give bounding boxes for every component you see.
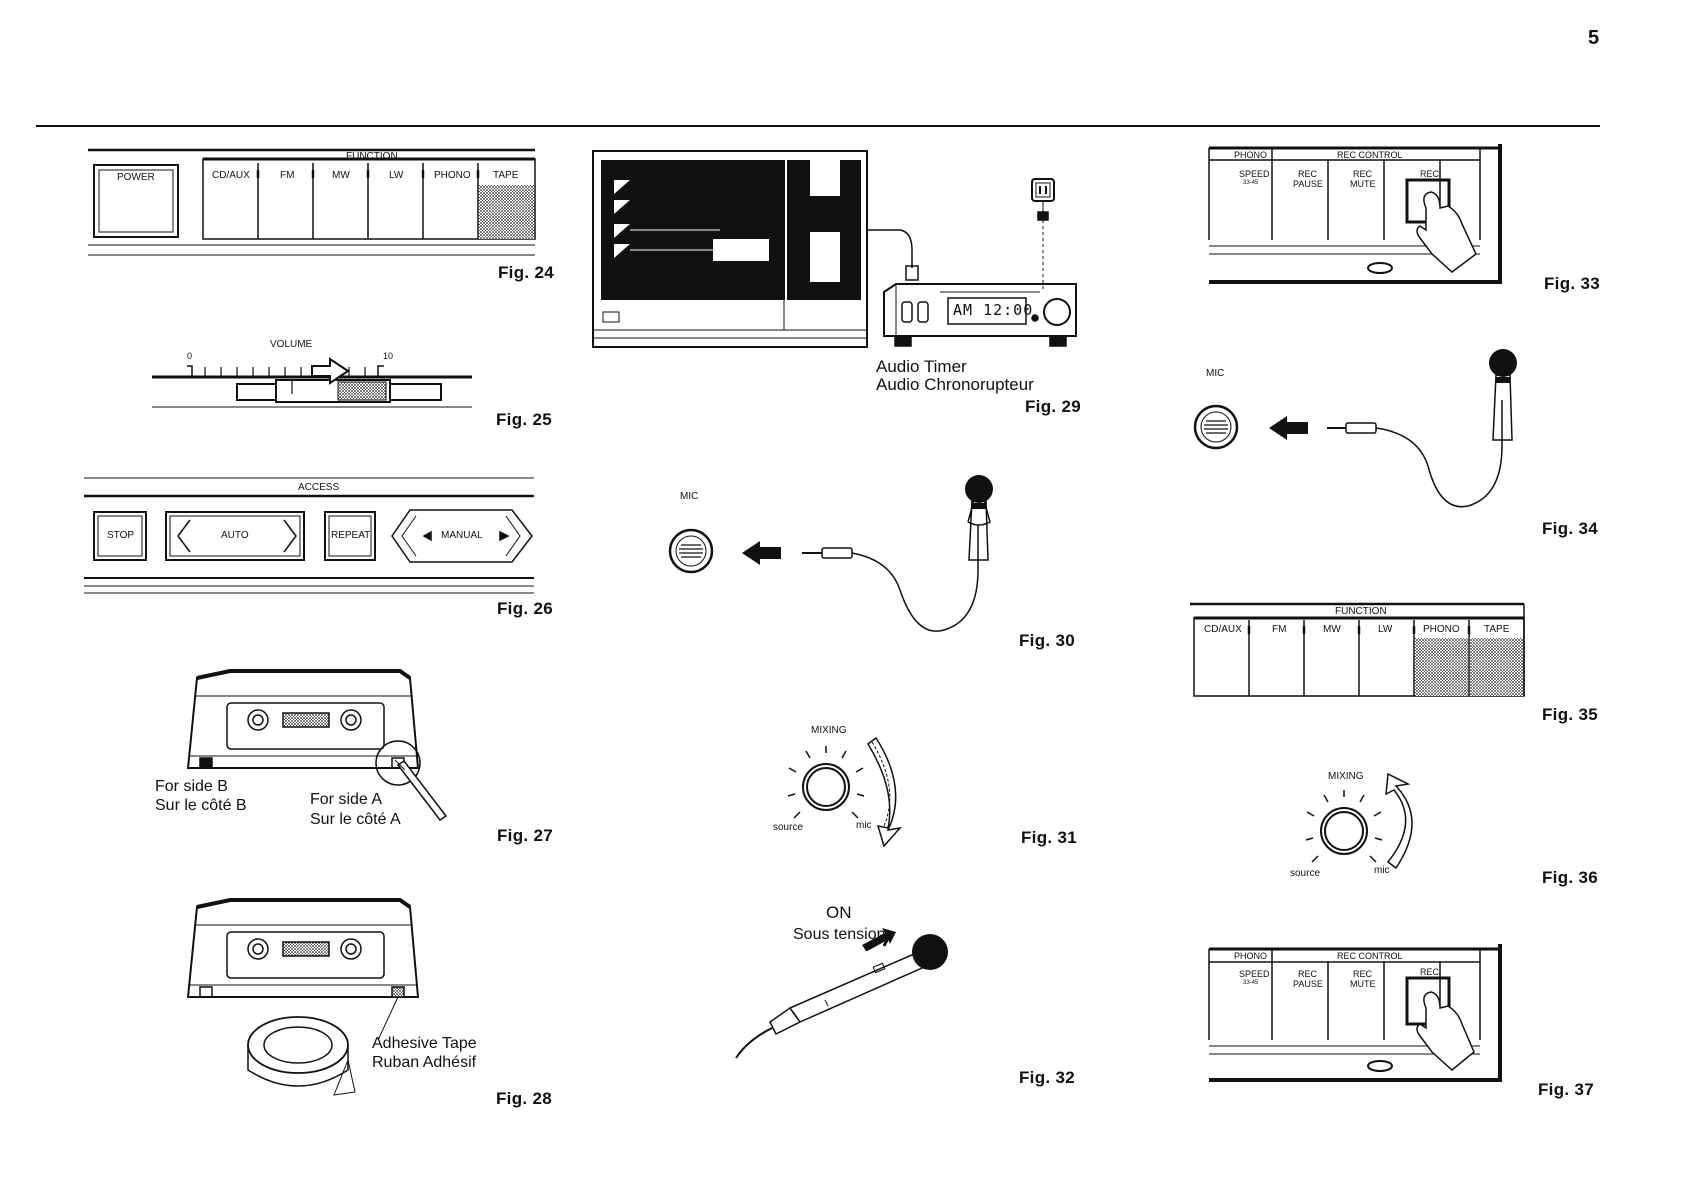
fig27-side-a-fr: Sur le côté A xyxy=(310,811,401,828)
fig31-mixing-knob xyxy=(787,736,902,848)
fig31-mic-label: mic xyxy=(856,820,872,831)
fig36-caption: Fig. 36 xyxy=(1542,868,1598,887)
fig26-access-title: ACCESS xyxy=(298,482,340,493)
fig24-btn-mw: MW xyxy=(332,170,350,181)
fig36-mixing-label: MIXING xyxy=(1328,771,1364,782)
fig29-deck-and-timer xyxy=(592,150,1077,348)
fig30-caption: Fig. 30 xyxy=(1019,631,1075,650)
fig37-rec-pause-1: REC xyxy=(1298,969,1318,979)
fig27-side-a-en: For side A xyxy=(310,791,383,808)
fig29-timer-display: AM 12:00 xyxy=(953,301,1034,319)
fig29-timer-fr: Audio Chronorupteur xyxy=(876,375,1034,394)
fig36-source-label: source xyxy=(1290,868,1321,879)
fig28-tape-en: Adhesive Tape xyxy=(372,1035,477,1052)
fig24-btn-tape: TAPE xyxy=(493,170,519,181)
fig29-timer-en: Audio Timer xyxy=(876,357,967,376)
fig37-rec-pause-2: PAUSE xyxy=(1293,979,1323,989)
fig24-btn-fm: FM xyxy=(280,170,295,181)
fig30-mic-label: MIC xyxy=(680,491,699,502)
fig35-function-title: FUNCTION xyxy=(1335,606,1387,617)
fig24-btn-lw: LW xyxy=(389,170,404,181)
fig26-manual-button: MANUAL xyxy=(441,530,483,541)
fig28-cassette-tape xyxy=(186,898,420,1096)
fig37-caption: Fig. 37 xyxy=(1538,1080,1594,1099)
fig27-side-b-en: For side B xyxy=(155,778,228,795)
fig24-function-title: FUNCTION xyxy=(346,151,398,162)
fig35-btn-tape: TAPE xyxy=(1484,624,1510,635)
fig35-btn-mw: MW xyxy=(1323,624,1341,635)
fig24-btn-cdaux: CD/AUX xyxy=(212,170,250,181)
fig37-phono-label: PHONO xyxy=(1234,951,1268,961)
fig35-btn-fm: FM xyxy=(1272,624,1287,635)
fig32-caption: Fig. 32 xyxy=(1019,1068,1075,1087)
fig35-caption: Fig. 35 xyxy=(1542,705,1598,724)
fig35-function-panel xyxy=(1190,602,1525,697)
fig33-rec-pause-1: REC xyxy=(1298,169,1318,179)
fig34-mic-connection xyxy=(1193,349,1517,508)
fig25-volume-slider xyxy=(152,357,472,408)
fig24-caption: Fig. 24 xyxy=(498,263,554,282)
fig32-mic-switch xyxy=(735,928,948,1059)
fig31-source-label: source xyxy=(773,822,804,833)
fig34-mic-label: MIC xyxy=(1206,368,1225,379)
fig24-power-button: POWER xyxy=(117,172,155,183)
fig27-cassette-tab xyxy=(186,669,448,822)
fig29-caption: Fig. 29 xyxy=(1025,397,1081,416)
fig33-caption: Fig. 33 xyxy=(1544,274,1600,293)
fig26-auto-button: AUTO xyxy=(221,530,249,541)
fig34-caption: Fig. 34 xyxy=(1542,519,1598,538)
fig33-speed-label: SPEED xyxy=(1239,169,1270,179)
fig25-volume-title: VOLUME xyxy=(270,339,313,350)
fig24-btn-phono: PHONO xyxy=(434,170,471,181)
fig37-speed-sub: 33-45 xyxy=(1243,980,1259,986)
page-number: 5 xyxy=(1588,27,1600,49)
fig37-speed-label: SPEED xyxy=(1239,969,1270,979)
fig37-rec-control xyxy=(1208,944,1502,1082)
fig33-phono-label: PHONO xyxy=(1234,150,1268,160)
fig31-mixing-label: MIXING xyxy=(811,725,847,736)
fig25-max-label: 10 xyxy=(383,351,394,361)
fig25-caption: Fig. 25 xyxy=(496,410,552,429)
fig28-caption: Fig. 28 xyxy=(496,1089,552,1108)
fig37-rec-control-title: REC CONTROL xyxy=(1337,951,1403,961)
fig33-rec-control xyxy=(1208,144,1502,284)
fig33-speed-sub: 33-45 xyxy=(1243,180,1259,186)
fig33-rec-pause-2: PAUSE xyxy=(1293,179,1323,189)
fig27-caption: Fig. 27 xyxy=(497,826,553,845)
fig32-on-en: ON xyxy=(826,903,852,922)
fig35-btn-cdaux: CD/AUX xyxy=(1204,624,1242,635)
fig33-rec-label: REC xyxy=(1420,169,1440,179)
fig27-side-b-fr: Sur le côté B xyxy=(155,797,247,814)
fig36-mixing-knob xyxy=(1305,772,1413,870)
fig26-caption: Fig. 26 xyxy=(497,599,553,618)
fig37-rec-label: REC xyxy=(1420,967,1440,977)
fig37-rec-mute-2: MUTE xyxy=(1350,979,1376,989)
fig24-function-panel xyxy=(88,148,536,256)
fig25-min-label: 0 xyxy=(187,351,193,361)
fig26-stop-button: STOP xyxy=(107,530,135,541)
fig36-mic-label: mic xyxy=(1374,865,1390,876)
fig30-mic-connection xyxy=(668,475,993,632)
fig31-caption: Fig. 31 xyxy=(1021,828,1077,847)
fig28-tape-fr: Ruban Adhésif xyxy=(372,1054,477,1071)
fig32-on-fr: Sous tension xyxy=(793,926,886,943)
fig35-btn-phono: PHONO xyxy=(1423,624,1460,635)
fig26-repeat-button: REPEAT xyxy=(331,530,371,541)
fig33-rec-mute-2: MUTE xyxy=(1350,179,1376,189)
fig26-access-panel xyxy=(84,477,534,594)
fig33-rec-mute-1: REC xyxy=(1353,169,1373,179)
fig37-rec-mute-1: REC xyxy=(1353,969,1373,979)
fig33-rec-control-title: REC CONTROL xyxy=(1337,150,1403,160)
fig35-btn-lw: LW xyxy=(1378,624,1393,635)
